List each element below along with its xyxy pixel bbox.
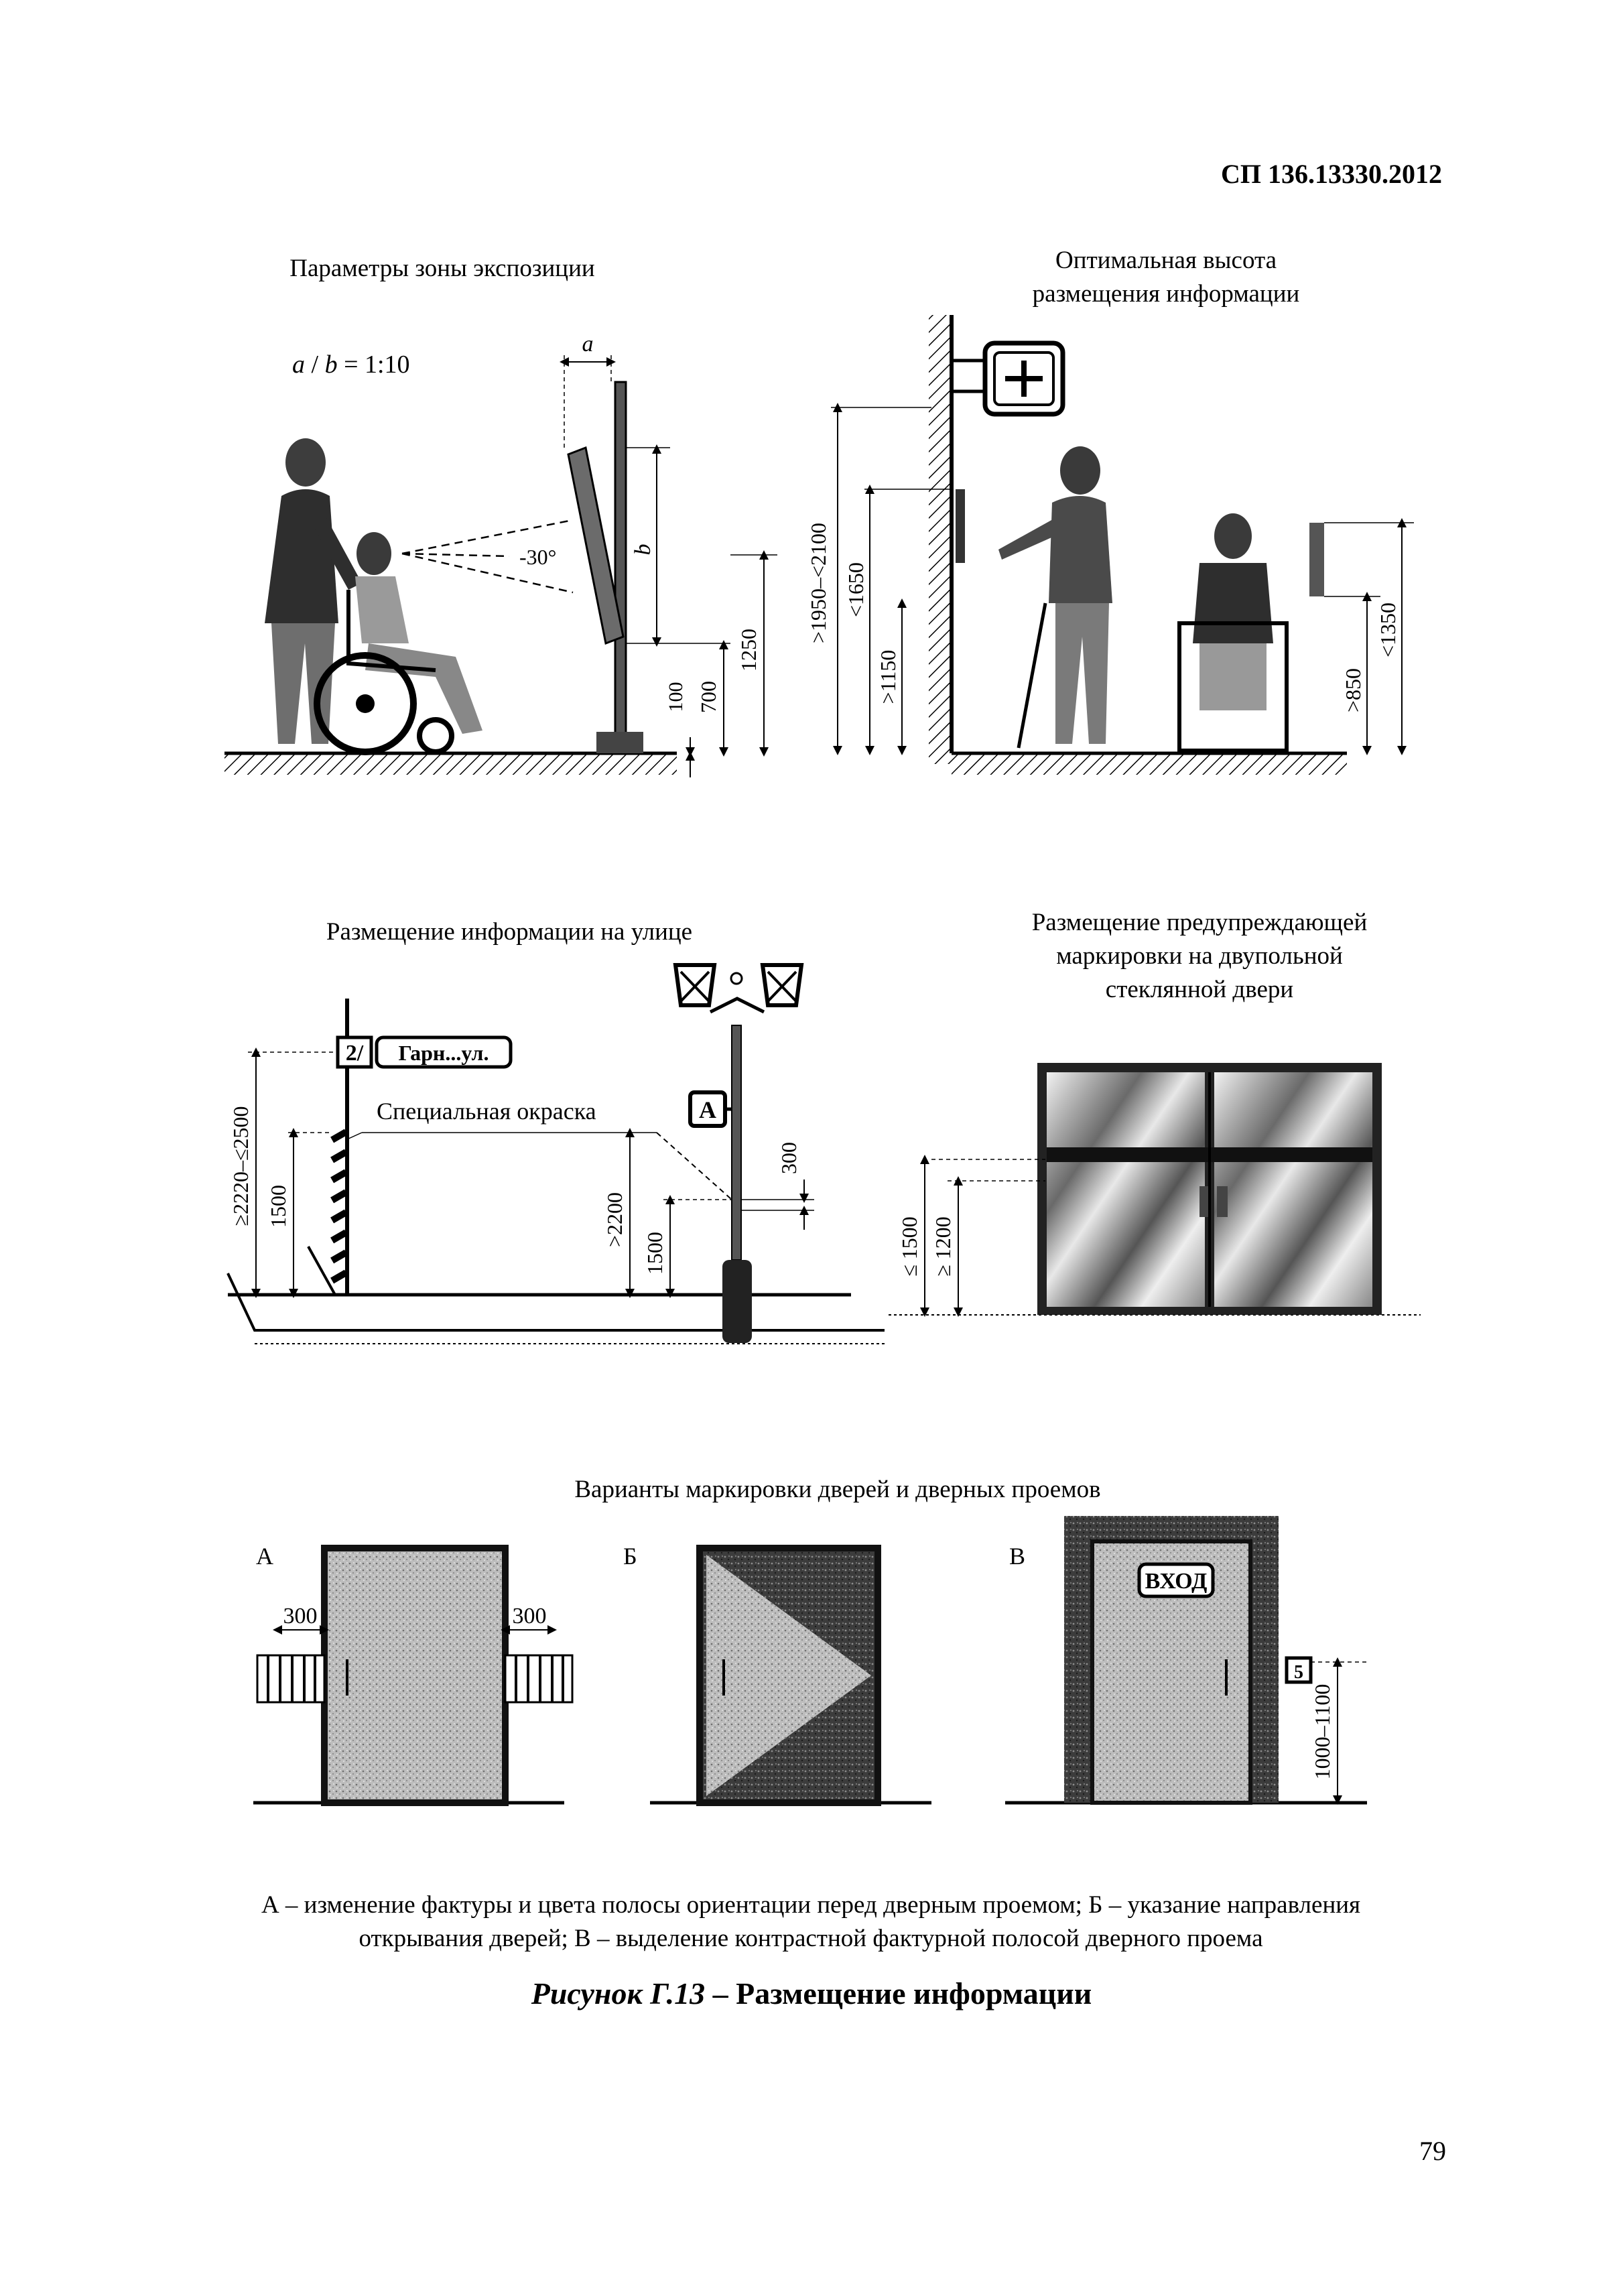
optimal-d1150: >1150 (876, 650, 900, 704)
variant-label-v: В (1009, 1543, 1025, 1570)
street-d2500: ≥2220–≤2500 (229, 1106, 253, 1226)
street-sign-letter: А (699, 1096, 716, 1123)
caption-line2: открывания дверей; В – выделение контрас… (359, 1925, 1263, 1952)
street-drawing: 2/ Гарн...ул. Специальная окраска А ≥222… (226, 963, 885, 1344)
blind-person-figure (998, 446, 1112, 749)
optimal-height-title-line1: Оптимальная высота (1055, 247, 1277, 274)
figure-title-text: Размещение информации (736, 1976, 1092, 2011)
figure-title: Рисунок Г.13 – Размещение информации (0, 1976, 1623, 2011)
door-height-range: 1000–1100 (1310, 1684, 1334, 1780)
glass-door-drawing: ≤ 1500 ≥ 1200 (889, 1063, 1421, 1317)
caption-line1: А – изменение фактуры и цвета полосы ори… (261, 1891, 1361, 1919)
door-variants-title: Варианты маркировки дверей и дверных про… (574, 1476, 1101, 1503)
figure-number: Рисунок Г.13 (531, 1976, 706, 2011)
page-number: 79 (1419, 2136, 1446, 2166)
exposure-d100: 100 (665, 682, 687, 712)
optimal-d850: >850 (1341, 668, 1365, 712)
exposure-ratio: a / b = 1:10 (292, 350, 410, 379)
street-d300: 300 (777, 1142, 801, 1174)
exposure-angle: -30° (519, 545, 556, 569)
street-sign-number: 2/ (346, 1041, 364, 1066)
glass-door-d1500: ≤ 1500 (897, 1216, 921, 1277)
variant-a-dim-right: 300 (513, 1604, 547, 1629)
tactile-strip-left (256, 1654, 326, 1704)
figure-caption: А – изменение фактуры и цвета полосы ори… (174, 1889, 1447, 1956)
street-d1500a: 1500 (266, 1185, 290, 1228)
glass-door-title-line1: Размещение предупреждающей (1031, 909, 1368, 936)
glass-door-title-line3: стеклянной двери (1105, 976, 1294, 1003)
glass-door-title-line2: маркировки на двупольной (1056, 942, 1343, 970)
exposure-drawing: a b -30° 1250 700 100 (224, 332, 777, 777)
exposure-d700: 700 (696, 681, 720, 713)
room-number: 5 (1294, 1662, 1303, 1683)
seated-wheelchair-figure (1177, 513, 1289, 753)
variant-label-a: А (256, 1543, 273, 1570)
optimal-height-title-line2: размещения информации (1032, 280, 1300, 308)
figure-separator: – (705, 1976, 736, 2011)
special-paint-label: Специальная окраска (377, 1098, 596, 1125)
variant-a-dim-left: 300 (283, 1604, 318, 1629)
exposure-d1250: 1250 (736, 629, 761, 672)
optimal-d1950: >1950–<2100 (806, 523, 830, 643)
tactile-strip-right (504, 1654, 574, 1704)
door-variants-drawing: А 300 300 Б В (253, 1516, 1367, 1806)
exposure-dim-a: a (582, 332, 594, 357)
glass-door-title: Размещение предупреждающей маркировки на… (931, 906, 1468, 1007)
document-code: СП 136.13330.2012 (1221, 159, 1442, 189)
optimal-height-title: Оптимальная высота размещения информации (958, 244, 1374, 311)
optimal-height-drawing: >1950–<2100 <1650 >1150 >850 <1350 (806, 315, 1414, 775)
exit-sign-text: ВХОД (1145, 1569, 1208, 1594)
optimal-d1650: <1650 (844, 562, 868, 617)
optimal-d1350: <1350 (1376, 602, 1400, 657)
street-d1500b: 1500 (643, 1232, 667, 1275)
exposure-dim-b: b (631, 544, 655, 556)
street-sign-text: Гарн...ул. (399, 1041, 489, 1065)
street-title: Размещение информации на улице (326, 918, 693, 946)
wheelchair-user-figure (314, 532, 482, 755)
exposure-title: Параметры зоны экспозиции (289, 255, 595, 282)
variant-label-b: Б (623, 1543, 637, 1570)
glass-door-d1200: ≥ 1200 (931, 1216, 955, 1277)
street-d2200: >2200 (602, 1192, 627, 1247)
